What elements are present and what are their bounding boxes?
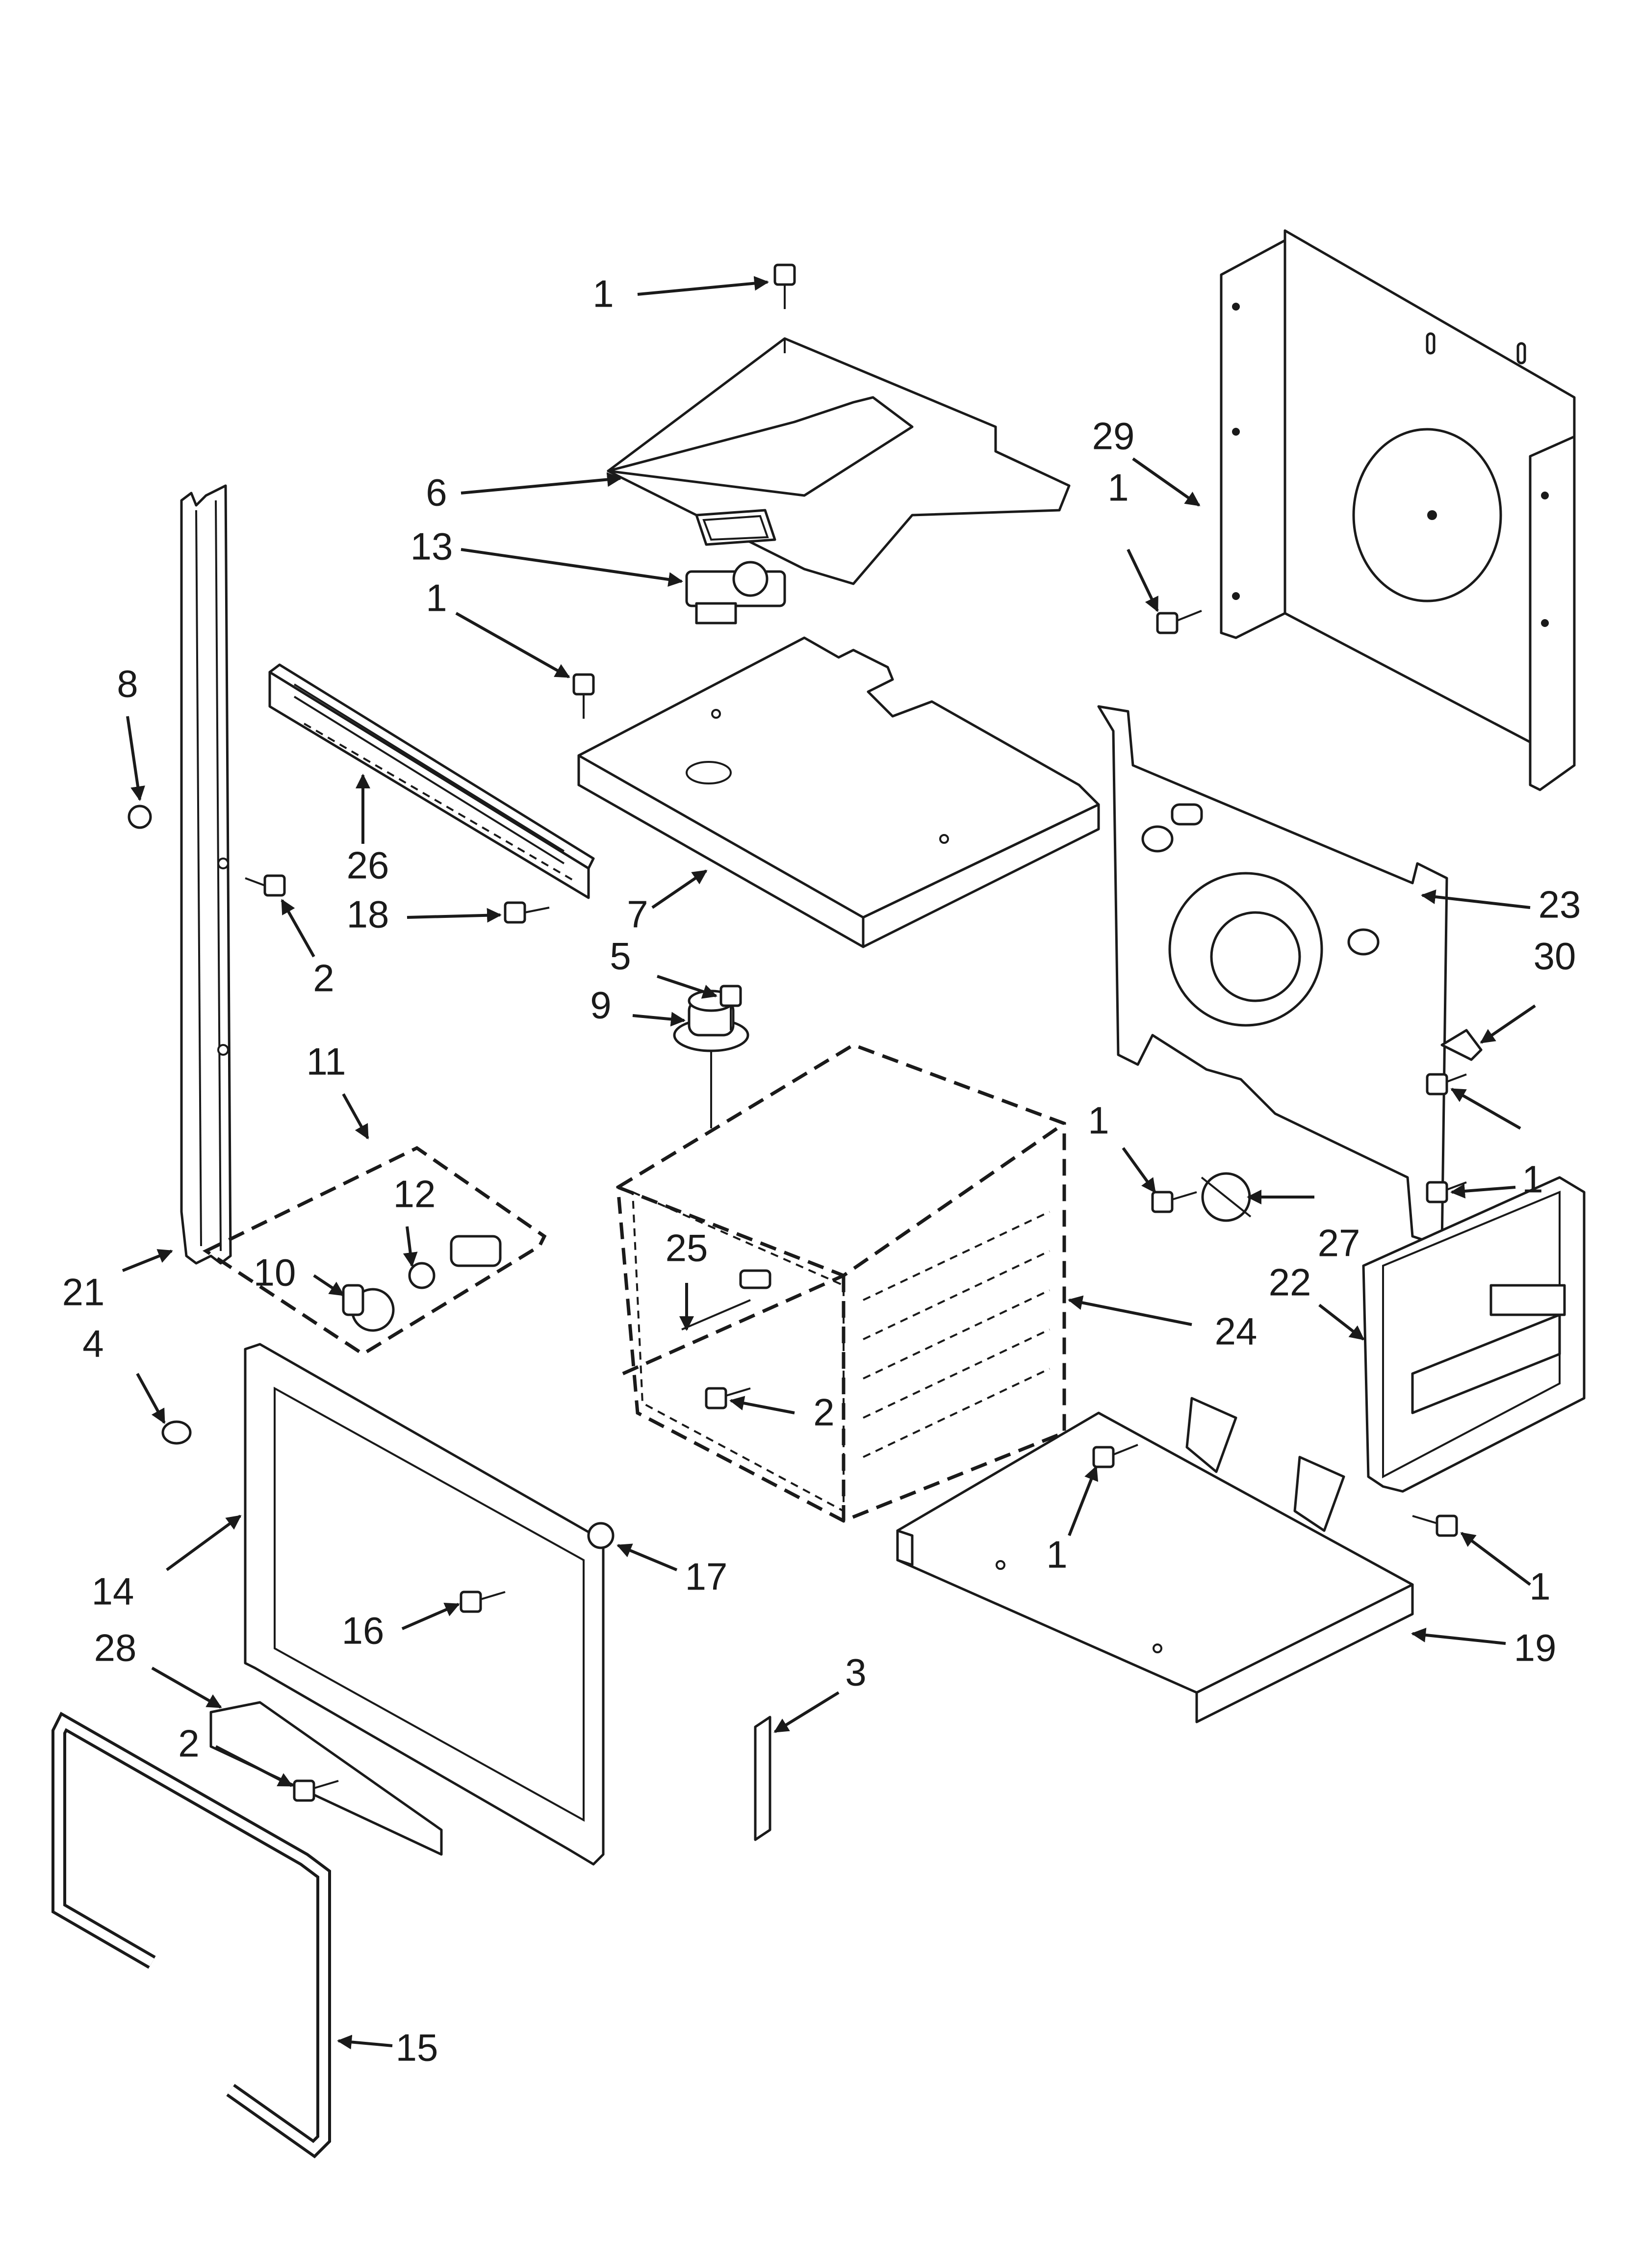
callout-8: 8 bbox=[117, 662, 138, 705]
callout-13: 13 bbox=[410, 525, 453, 568]
callout-labels: 1 6 13 1 29 1 8 26 18 2 7 23 30 5 9 11 1… bbox=[62, 272, 1581, 2069]
part-26-vent-grille bbox=[268, 663, 595, 899]
screw-icon bbox=[773, 263, 796, 309]
screw-icon bbox=[705, 1387, 751, 1409]
callout-4: 4 bbox=[82, 1322, 103, 1365]
callout-1: 1 bbox=[1522, 1158, 1543, 1201]
callout-7: 7 bbox=[627, 893, 648, 936]
screw-icon bbox=[128, 805, 152, 829]
part-25-probe bbox=[681, 1269, 771, 1330]
screw-icon bbox=[719, 985, 742, 1030]
part-21-side-trim bbox=[180, 484, 232, 1265]
callout-16: 16 bbox=[342, 1609, 385, 1652]
part-9-sensor bbox=[673, 990, 749, 1128]
leader-lines bbox=[122, 276, 1536, 2050]
screw-icon bbox=[245, 874, 286, 897]
callout-2: 2 bbox=[813, 1391, 834, 1434]
screw-icon bbox=[1092, 1444, 1138, 1468]
callout-23: 23 bbox=[1539, 883, 1581, 926]
callout-3: 3 bbox=[845, 1651, 866, 1694]
callout-18: 18 bbox=[347, 893, 389, 936]
part-23-rear-inner-panel bbox=[1097, 705, 1448, 1248]
callout-9: 9 bbox=[590, 984, 611, 1027]
callout-28: 28 bbox=[94, 1626, 137, 1669]
part-3-bracket bbox=[754, 1716, 771, 1841]
part-28-trim-bar bbox=[209, 1701, 443, 1856]
part-29-rear-panel bbox=[1220, 229, 1576, 791]
part-19-bottom-panel bbox=[896, 1397, 1414, 1723]
part-11-lamp-assembly bbox=[202, 1146, 547, 1356]
callout-10: 10 bbox=[254, 1251, 296, 1294]
callout-14: 14 bbox=[92, 1570, 134, 1613]
callout-1: 1 bbox=[426, 576, 447, 620]
part-22-side-panel bbox=[1362, 1176, 1586, 1493]
callout-6: 6 bbox=[426, 471, 447, 514]
screw-icon bbox=[504, 901, 550, 924]
callout-24: 24 bbox=[1215, 1310, 1257, 1353]
part-14-door-frame bbox=[244, 1343, 615, 1866]
callout-12: 12 bbox=[393, 1173, 436, 1216]
screw-icon bbox=[293, 1779, 339, 1802]
screw-icon bbox=[1151, 1191, 1197, 1213]
callout-25: 25 bbox=[666, 1226, 708, 1270]
callout-30: 30 bbox=[1534, 935, 1576, 978]
part-15-gasket bbox=[51, 1712, 331, 2159]
callout-1: 1 bbox=[1088, 1099, 1109, 1142]
screw-icon bbox=[1426, 1181, 1467, 1203]
callout-17: 17 bbox=[685, 1555, 728, 1598]
callout-1: 1 bbox=[1529, 1565, 1550, 1608]
callout-29: 29 bbox=[1092, 415, 1135, 458]
callout-1: 1 bbox=[592, 272, 614, 315]
part-13-door-switch bbox=[685, 561, 786, 625]
part-24-oven-cavity bbox=[616, 1043, 1066, 1523]
part-27-thermal-fuse bbox=[1201, 1172, 1252, 1222]
callout-1: 1 bbox=[1046, 1533, 1067, 1576]
screw-icon bbox=[1426, 1073, 1467, 1095]
screw-icon bbox=[1412, 1514, 1458, 1537]
callout-11: 11 bbox=[307, 1040, 346, 1083]
callout-22: 22 bbox=[1269, 1261, 1311, 1304]
part-6-vent-duct bbox=[607, 337, 1071, 585]
screw-icon bbox=[1156, 610, 1202, 634]
part-4-bumper bbox=[161, 1420, 192, 1445]
screw-icon bbox=[460, 1590, 506, 1613]
callout-1: 1 bbox=[1107, 466, 1129, 509]
callout-2: 2 bbox=[313, 957, 334, 1000]
callout-2: 2 bbox=[178, 1722, 199, 1765]
part-7-top-panel bbox=[577, 636, 1100, 948]
callout-27: 27 bbox=[1318, 1222, 1360, 1265]
callout-21: 21 bbox=[62, 1271, 105, 1314]
callout-26: 26 bbox=[347, 844, 389, 887]
screw-icons bbox=[128, 263, 1467, 1802]
callout-15: 15 bbox=[396, 2026, 438, 2069]
callout-19: 19 bbox=[1514, 1626, 1557, 1669]
screw-icon bbox=[572, 673, 595, 719]
part-30-bracket bbox=[1440, 1029, 1483, 1061]
callout-5: 5 bbox=[610, 935, 631, 978]
